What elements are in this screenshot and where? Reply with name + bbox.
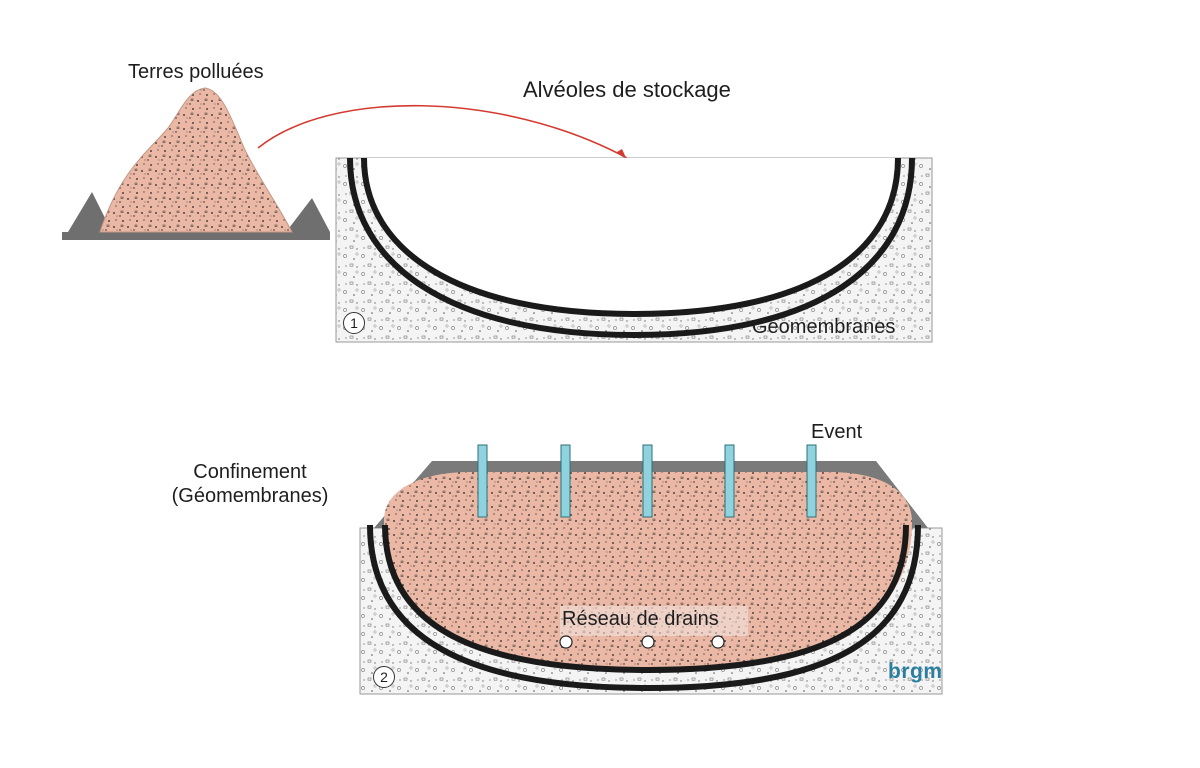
label-confinement-line1: Confinement — [193, 461, 307, 483]
label-terres-polluees: Terres polluées — [128, 61, 264, 83]
storage-cell-empty — [335, 157, 933, 343]
polluted-soil-pile — [62, 87, 330, 240]
drain-pipe — [711, 635, 725, 649]
step-number-2: 2 — [373, 666, 395, 688]
vent-pipe — [724, 444, 735, 518]
vent-pipe — [642, 444, 653, 518]
drain-pipes — [559, 635, 725, 649]
label-geomembranes: Géomembranes — [752, 316, 896, 338]
label-confinement-line2: (Géomembranes) — [171, 485, 329, 507]
label-event: Event — [811, 421, 863, 443]
transfer-arrow — [257, 104, 628, 160]
drain-pipe — [559, 635, 573, 649]
vent-pipe — [806, 444, 817, 518]
vent-pipe — [560, 444, 571, 518]
label-confinement: Confinement (Géomembranes) — [150, 460, 350, 508]
brgm-logo: brgm — [888, 660, 943, 683]
drain-pipe — [641, 635, 655, 649]
label-reseau-de-drains: Réseau de drains — [562, 608, 719, 630]
step-number-1: 1 — [343, 312, 365, 334]
vent-pipes — [477, 444, 817, 518]
vent-pipe — [477, 444, 488, 518]
label-alveoles-de-stockage: Alvéoles de stockage — [523, 77, 731, 102]
